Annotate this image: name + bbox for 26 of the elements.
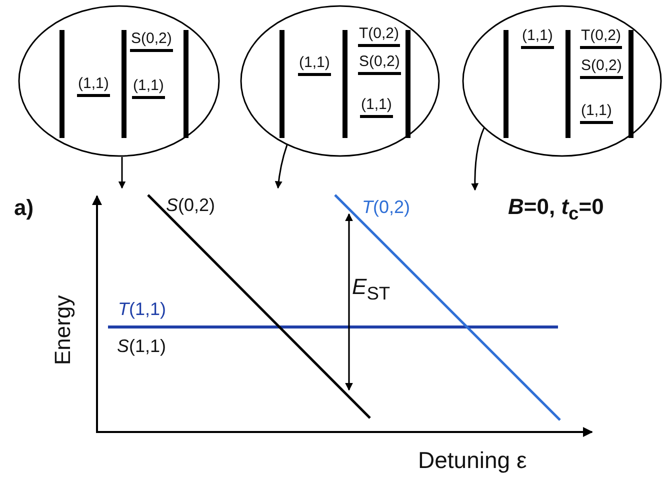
arrow	[471, 128, 485, 191]
state-label: (1,1)	[580, 103, 613, 124]
state-label: S(0,2)	[580, 58, 623, 79]
condition-label: B=0, t$_{c}$=0	[508, 196, 604, 223]
level-label: S(0,2)	[166, 196, 216, 214]
axis-label: Energy	[52, 295, 74, 365]
arrow	[118, 157, 126, 189]
axis-label: Detuning ε	[418, 449, 527, 472]
splitting-label: E$_{ST}$	[352, 276, 390, 303]
state-label: (1,1)	[77, 76, 110, 97]
level-label: T(1,1)	[118, 300, 166, 318]
ellipse-bubble	[18, 5, 220, 157]
state-label: T(0,2)	[358, 26, 400, 47]
state-label: (1,1)	[132, 78, 165, 99]
panel-label: a)	[14, 197, 34, 219]
level-label: S(1,1)	[117, 337, 166, 355]
state-label: S(0,2)	[358, 54, 401, 75]
arrow	[274, 144, 288, 189]
ellipse-bubble	[240, 5, 440, 157]
level-label: T(0,2)	[362, 198, 410, 216]
state-label: S(0,2)	[130, 31, 173, 52]
state-label: (1,1)	[298, 55, 331, 76]
state-label: (1,1)	[521, 28, 554, 49]
state-label: T(0,2)	[580, 28, 622, 49]
state-label: (1,1)	[360, 97, 393, 118]
ellipse-bubble	[462, 5, 662, 157]
